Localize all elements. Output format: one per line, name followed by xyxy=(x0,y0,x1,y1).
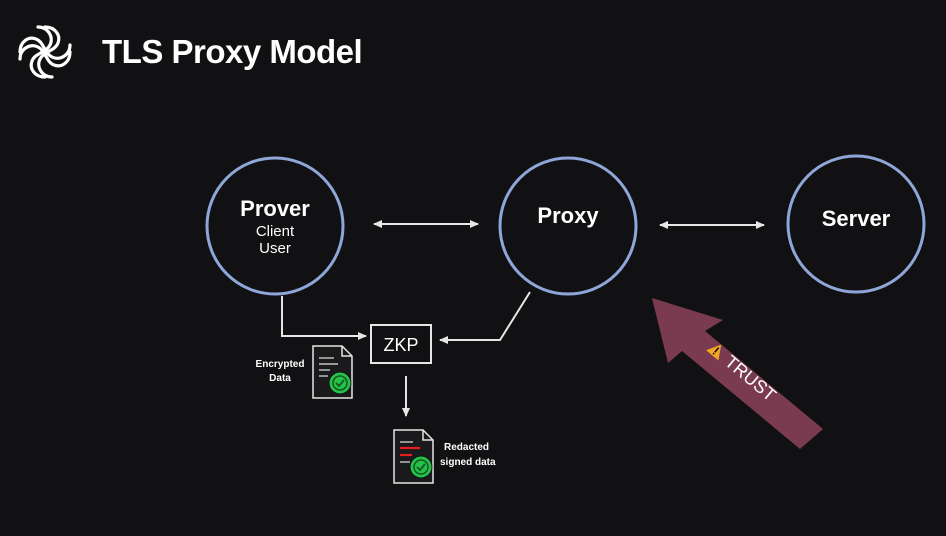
verified-badge-icon xyxy=(328,371,352,395)
trust-arrow: TRUST xyxy=(652,298,823,449)
encrypted-label-line-1: Encrypted xyxy=(256,359,305,370)
proxy-title: Proxy xyxy=(537,203,599,228)
prover-line-1: Client xyxy=(256,223,295,240)
page-title: TLS Proxy Model xyxy=(102,33,363,70)
server-circle xyxy=(786,154,926,294)
proxy-circle xyxy=(498,156,638,296)
verified-badge-icon xyxy=(409,455,433,479)
prover-title: Prover xyxy=(240,196,310,221)
redacted-label-line-2: signed data xyxy=(440,457,496,468)
redacted-document: Redacted signed data xyxy=(393,429,496,484)
server-node: Server xyxy=(786,154,926,294)
prover-line-2: User xyxy=(259,240,291,257)
zkp-box: ZKP xyxy=(370,324,432,364)
trust-arrow-shape xyxy=(652,298,823,449)
proxy-node: Proxy xyxy=(498,156,638,296)
prover-to-zkp-arrow xyxy=(281,296,367,340)
zkp-label: ZKP xyxy=(383,335,418,355)
prover-node: Prover Client User xyxy=(205,156,345,296)
server-title: Server xyxy=(822,206,891,231)
proxy-to-zkp-arrow xyxy=(439,291,531,344)
title-bar: TLS Proxy Model xyxy=(14,20,363,84)
encrypted-document: Encrypted Data xyxy=(256,345,353,399)
redacted-label-line-1: Redacted xyxy=(444,442,489,453)
prover-circle xyxy=(205,156,345,296)
knot-logo-icon xyxy=(18,25,72,79)
zkp-rect xyxy=(370,324,432,364)
warning-icon xyxy=(706,344,722,361)
encrypted-label-line-2: Data xyxy=(269,373,291,384)
